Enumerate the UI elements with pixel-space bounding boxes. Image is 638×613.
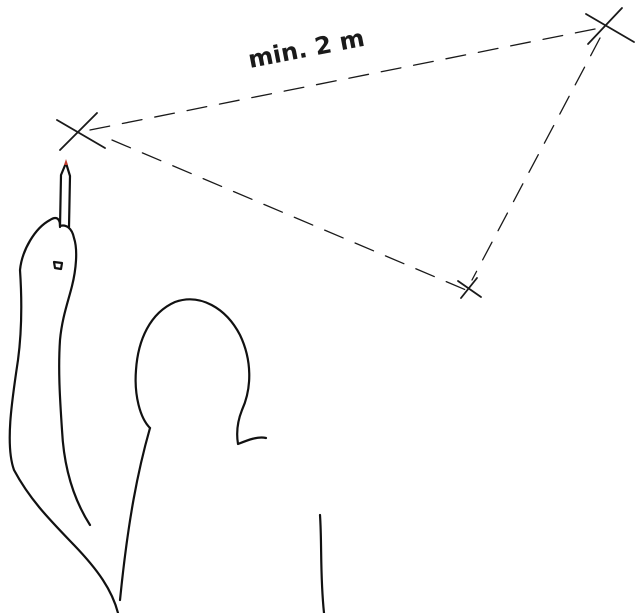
dashed-line-top — [89, 27, 601, 131]
dashed-line-left — [111, 139, 467, 291]
person-shoulder-outline — [118, 426, 152, 602]
person-arm-outline — [8, 216, 120, 613]
cross-marker-right — [585, 7, 635, 45]
pencil-icon — [58, 159, 72, 229]
distance-label: min. 2 m — [246, 24, 367, 74]
person-body-outline — [318, 513, 326, 613]
cross-marker-left — [56, 112, 106, 151]
person-head-outline — [134, 298, 268, 446]
triangle-dashed-lines — [89, 27, 601, 291]
dashed-line-right — [471, 37, 601, 281]
cross-marker-bottom — [457, 277, 482, 299]
person-silhouette — [8, 216, 326, 613]
fingernail — [52, 260, 64, 271]
